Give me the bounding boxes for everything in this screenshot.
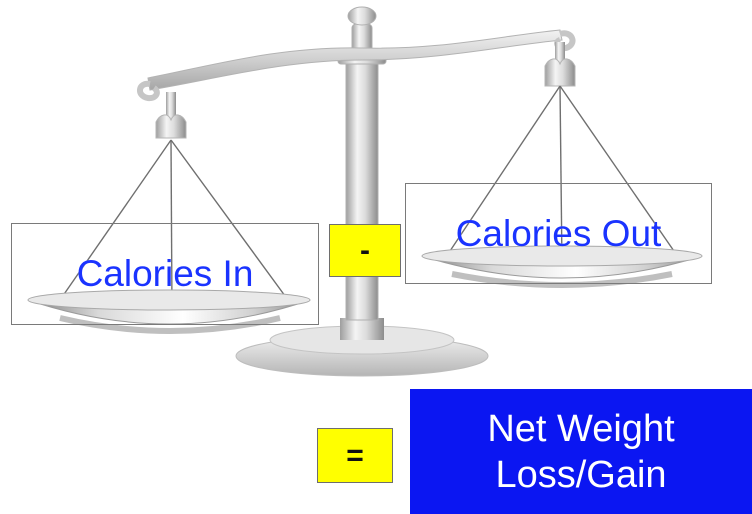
left-hanger: [59, 92, 289, 313]
right-pan: [421, 245, 703, 288]
calories-in-label: Calories In: [76, 253, 254, 294]
right-hanger: [447, 42, 677, 267]
calories-in-box: Calories In: [11, 223, 319, 325]
calories-out-box: Calories Out: [405, 183, 712, 284]
result-line-1: Net Weight: [487, 407, 675, 450]
equals-operator: =: [317, 428, 393, 483]
minus-operator: -: [329, 224, 401, 277]
result-box: Net Weight Loss/Gain: [410, 389, 752, 514]
scale-base: [235, 318, 489, 377]
calories-out-label: Calories Out: [455, 212, 662, 254]
left-pan: [27, 289, 311, 334]
result-line-2: Loss/Gain: [495, 453, 667, 496]
